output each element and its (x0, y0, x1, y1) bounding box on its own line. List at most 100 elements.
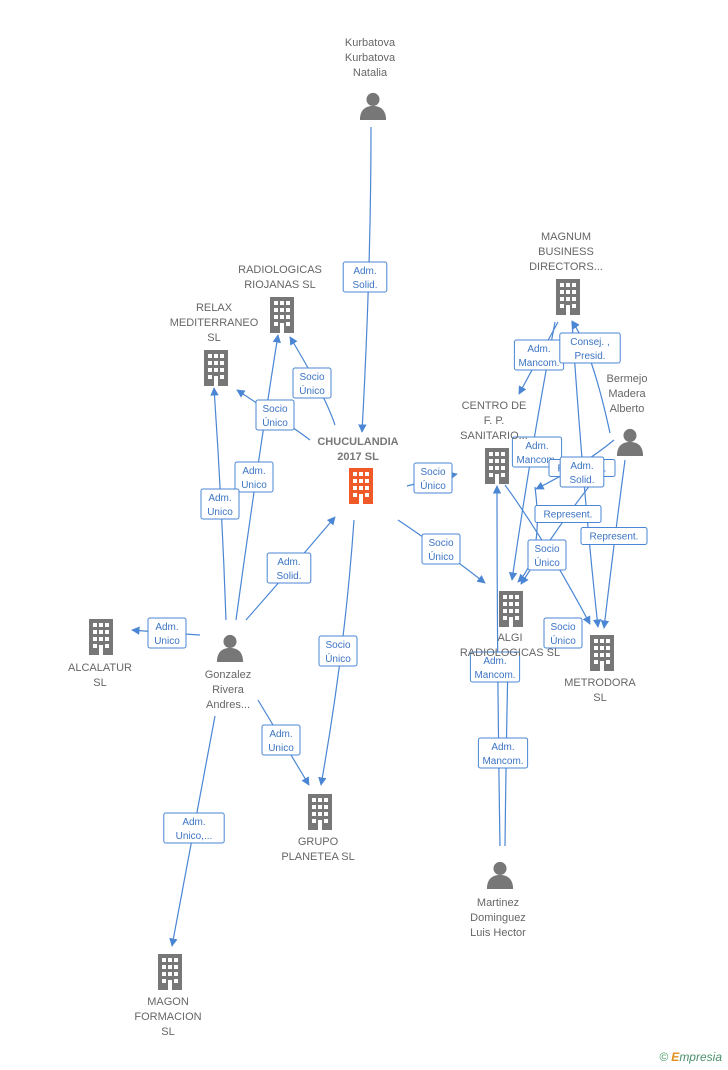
node-label-kurbatova: Kurbatova (345, 37, 396, 49)
node-label-metrodora: METRODORA (564, 677, 636, 689)
node-label-centro: SANITARIO... (460, 430, 528, 442)
edge-label-kurbatova-chuculandia[interactable]: Adm.Solid. (342, 261, 388, 293)
brand-name: mpresia (679, 1050, 722, 1064)
node-alcalatur[interactable]: ALCALATUR SL (68, 619, 132, 689)
edge-label-gonzalez-relax[interactable]: Adm. Unico (200, 488, 240, 520)
person-icon (216, 634, 244, 662)
building-icon (89, 619, 113, 655)
person-icon (486, 861, 514, 889)
edge-label-bermejo-algi[interactable]: Represent. (534, 505, 602, 523)
node-label-relax: MEDITERRANEO (170, 317, 259, 329)
edge-label-text: Único (550, 634, 576, 647)
edge-label-text: Mancom. (482, 756, 523, 767)
edge-label-text: Adm. (208, 493, 231, 504)
node-label-radiologicas: RIOJANAS SL (244, 279, 316, 291)
edge-label-text: Socio (550, 622, 575, 633)
edge-label-text: Solid. (352, 280, 377, 291)
node-label-algi: ALGI (497, 632, 522, 644)
edge-label-text: Consej. , (570, 337, 609, 348)
node-label-centro: F. P. (484, 415, 505, 427)
node-label-relax: RELAX (196, 302, 233, 314)
node-centro[interactable]: CENTRO DE F. P. SANITARIO... (460, 400, 528, 484)
node-magnum[interactable]: MAGNUMBUSINESSDIRECTORS... (529, 231, 603, 315)
node-label-martinez: Martinez (477, 897, 519, 909)
edge-label-text: Adm. (155, 622, 178, 633)
edge-label-gonzalez-chuculandia[interactable]: Adm.Solid. (266, 552, 312, 584)
edge-label-text: Socio (262, 404, 287, 415)
node-algi[interactable]: ALGI RADIOLOGICAS SL (460, 591, 560, 659)
edge-bermejo-to-magnum (571, 320, 611, 434)
copyright-footer[interactable]: ©Empresia (659, 1050, 722, 1064)
node-radiologicas[interactable]: RADIOLOGICAS RIOJANAS SL (238, 264, 322, 333)
node-label-metrodora: SL (593, 692, 606, 704)
node-label-centro: CENTRO DE (462, 400, 527, 412)
edge-label-gonzalez-radiologicas[interactable]: Adm. Unico (234, 461, 274, 493)
node-label-radiologicas: RADIOLOGICAS (238, 264, 322, 276)
edge-label-gonzalez-magon[interactable]: Adm.Unico,... (163, 812, 225, 844)
edge-label-text: Único (325, 652, 351, 665)
node-label-martinez: Luis Hector (470, 927, 526, 939)
edge-label-text: Mancom. (518, 358, 559, 369)
node-label-relax: SL (207, 332, 220, 344)
edge-label-text: Unico (207, 507, 233, 518)
edge-label-bermejo-centro[interactable]: Adm.Solid. (559, 456, 605, 488)
building-icon (204, 350, 228, 386)
node-metrodora[interactable]: METRODORA SL (564, 635, 636, 704)
node-label-martinez: Dominguez (470, 912, 526, 924)
edge-labels-layer: Adm.Solid.SocioÚnicoSocioÚnicoSocioÚnico… (147, 261, 648, 844)
edge-label-text: Mancom. (474, 670, 515, 681)
node-label-algi: RADIOLOGICAS SL (460, 647, 560, 659)
node-label-magon: FORMACION (134, 1011, 201, 1023)
building-icon (308, 794, 332, 830)
node-label-grupo: PLANETEA SL (281, 851, 354, 863)
edge-label-text: Adm. (242, 466, 265, 477)
edge-label-text: Unico,... (176, 831, 213, 842)
node-label-magnum: BUSINESS (538, 246, 594, 258)
edge-label-text: Único (420, 479, 446, 492)
node-label-magon: SL (161, 1026, 174, 1038)
edge-label-text: Adm. (491, 742, 514, 753)
brand-initial: E (671, 1050, 680, 1064)
edge-label-text: Adm. (277, 557, 300, 568)
node-gonzalez[interactable]: GonzalezRiveraAndres... (205, 634, 251, 711)
node-relax[interactable]: RELAX MEDITERRANEO SL (170, 302, 259, 386)
edge-label-text: Unico (241, 480, 267, 491)
node-label-alcalatur: ALCALATUR (68, 662, 132, 674)
edge-label-gonzalez-alcalatur[interactable]: Adm.Unico (147, 617, 187, 649)
edge-label-magnum-centro[interactable]: Adm.Mancom. (513, 339, 565, 371)
building-icon (499, 591, 523, 627)
node-label-chuculandia: 2017 SL (337, 451, 379, 463)
node-label-kurbatova: Kurbatova (345, 52, 396, 64)
node-label-magnum: DIRECTORS... (529, 261, 603, 273)
node-label-alcalatur: SL (93, 677, 106, 689)
edge-label-text: Mancom. (516, 455, 557, 466)
edge-label-text: Socio (299, 372, 324, 383)
edge-label-text: Adm. (525, 441, 548, 452)
building-icon (556, 279, 580, 315)
edge-label-text: Único (428, 550, 454, 563)
copyright-symbol: © (659, 1050, 669, 1064)
edge-label-martinez-algi[interactable]: Adm. Mancom. (477, 737, 529, 769)
node-label-kurbatova: Natalia (353, 67, 388, 79)
node-label-gonzalez: Andres... (206, 699, 250, 711)
edge-label-bermejo-metrodora[interactable]: Represent. (580, 527, 648, 545)
edge-label-martinez-centro[interactable]: Adm.Mancom. (469, 651, 521, 683)
edge-label-text: Único (299, 384, 325, 397)
building-icon (158, 954, 182, 990)
edge-label-bermejo-magnum[interactable]: Consej. ,Presid. (559, 332, 621, 364)
edge-label-text: Adm. (269, 729, 292, 740)
edge-label-gonzalez-grupo[interactable]: Adm.Unico (261, 724, 301, 756)
